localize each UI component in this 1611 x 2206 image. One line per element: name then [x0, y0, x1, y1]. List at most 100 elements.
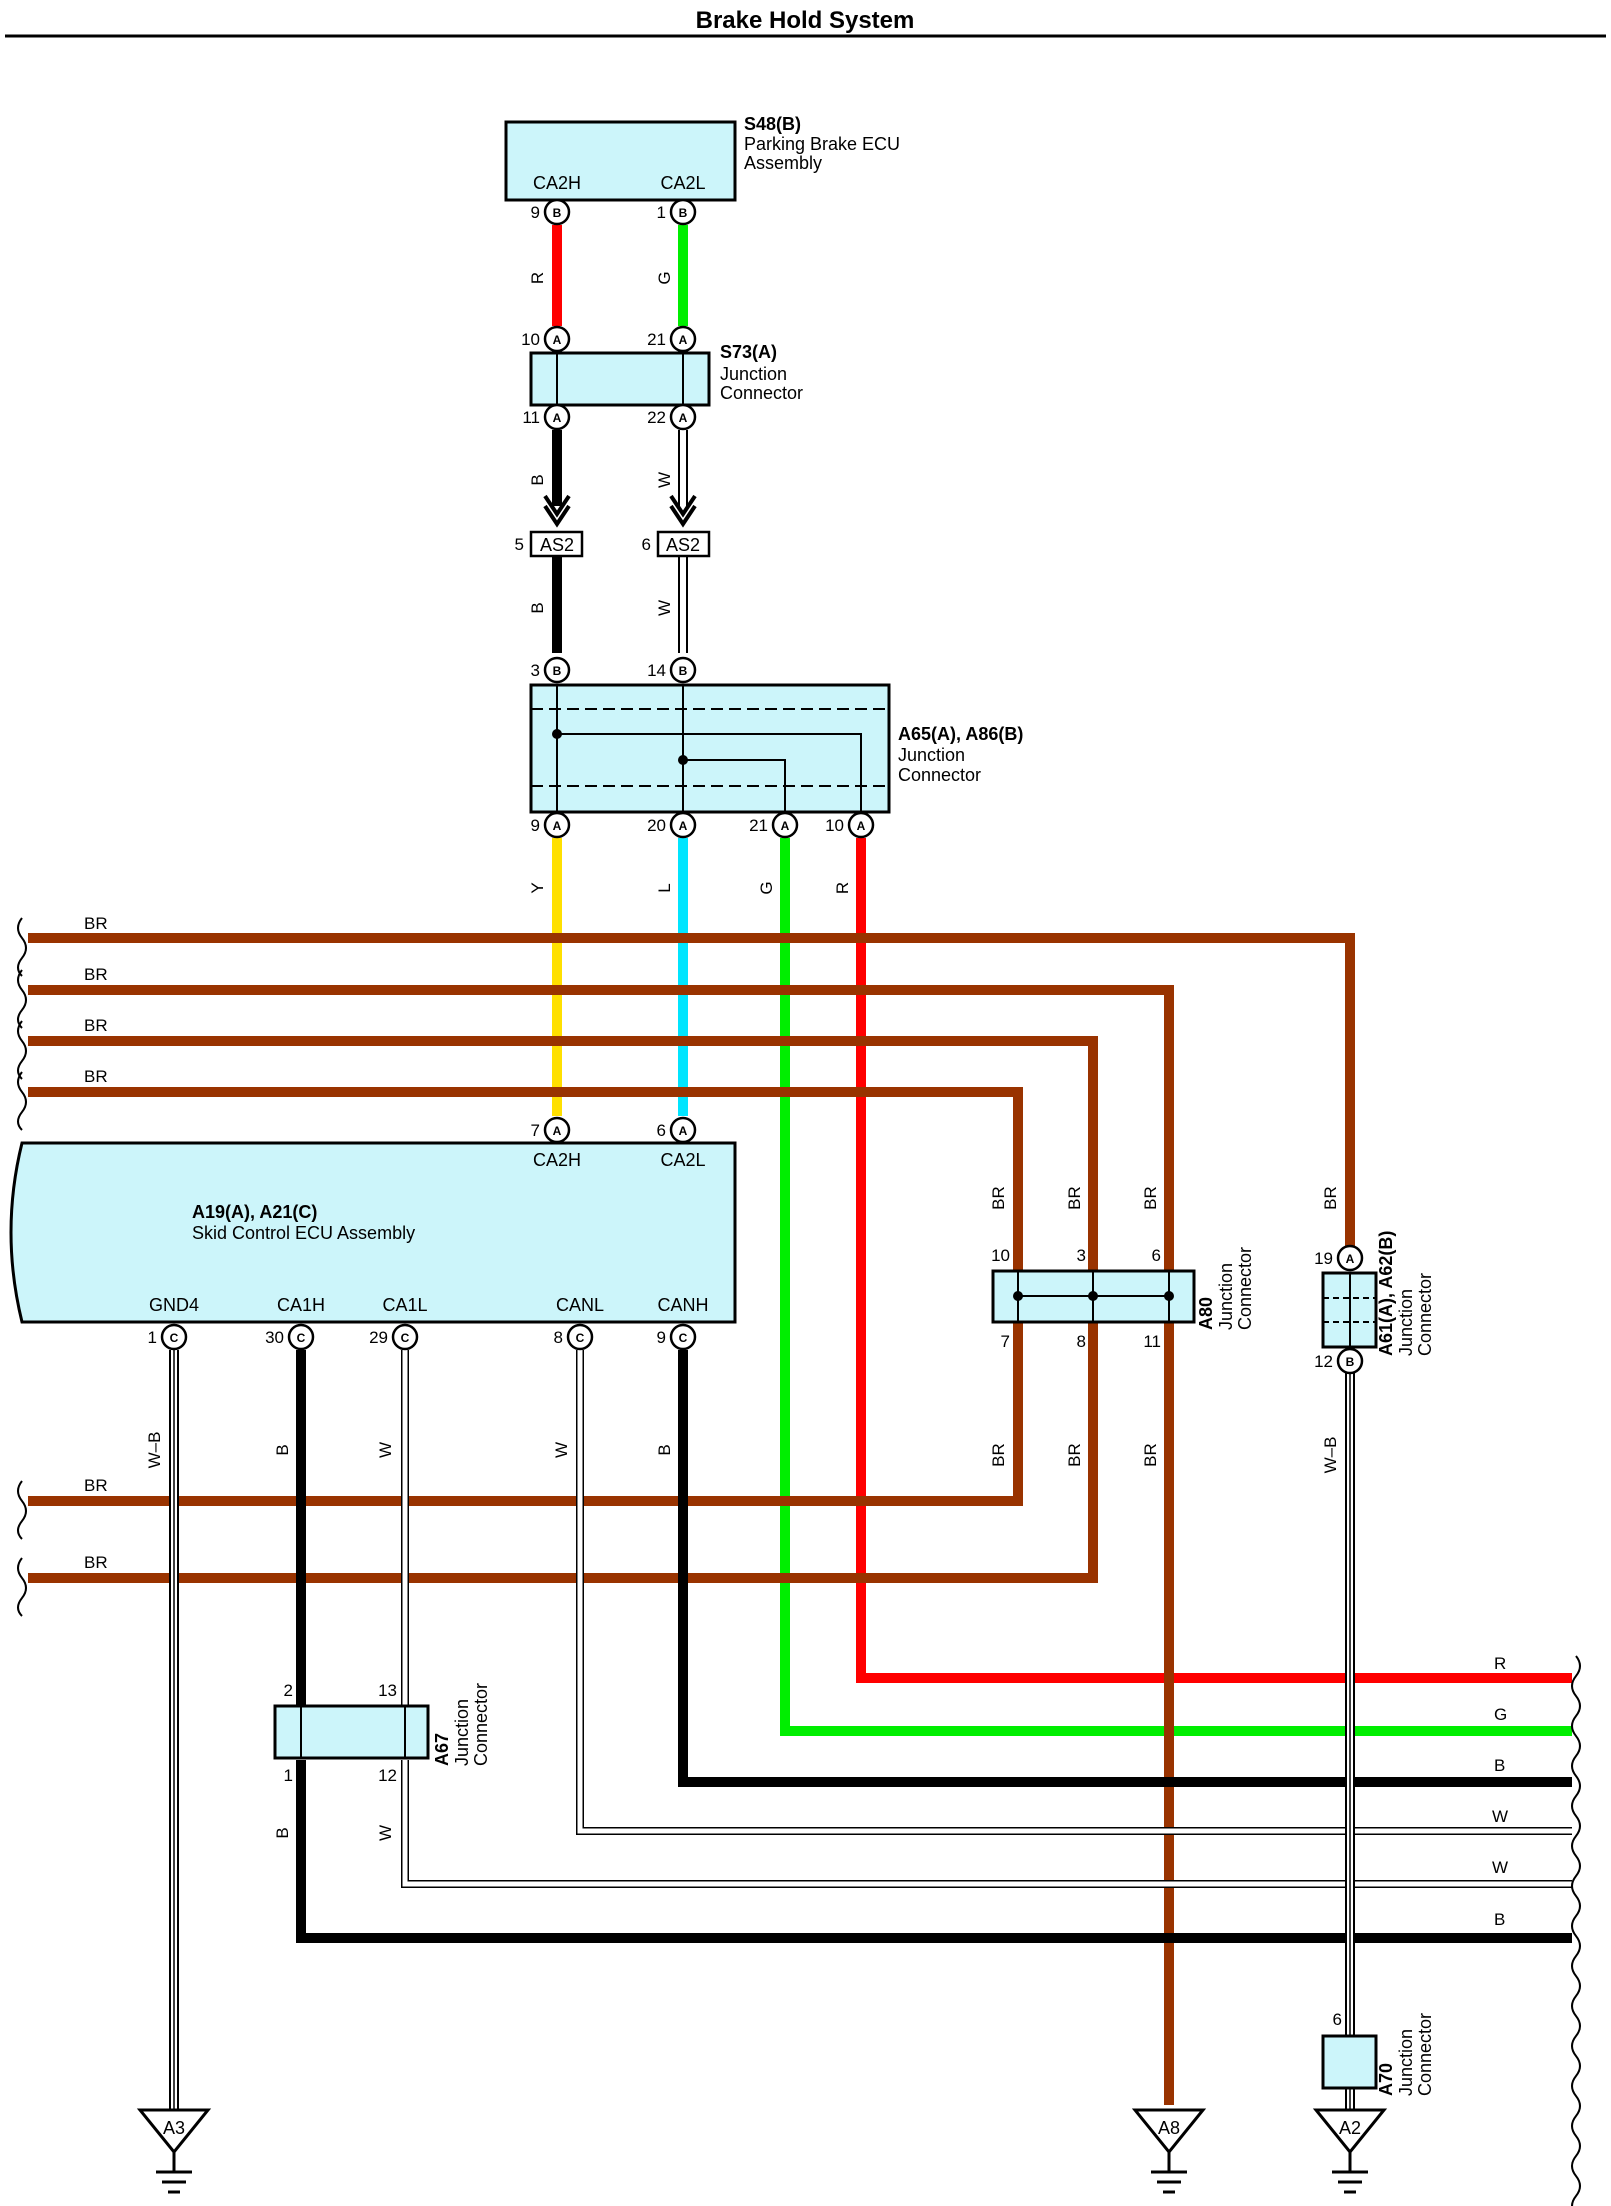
wire-label: BR — [1141, 1186, 1160, 1210]
pin-circle — [566, 1323, 594, 1351]
pin-circle — [669, 811, 697, 839]
ground-a8-triangle — [1131, 2108, 1207, 2155]
wire-label: BR — [989, 1186, 1008, 1210]
in-line-arrow-icon — [669, 494, 697, 518]
s48-pin-ca2l: CA2L — [660, 173, 705, 193]
wire-label: B — [528, 474, 547, 485]
s48-id: S48(B) — [744, 114, 801, 134]
wire-label: BR — [84, 914, 108, 933]
pin-number: 7 — [1001, 1332, 1010, 1351]
pin-number: 9 — [531, 816, 540, 835]
pin-letter: A — [679, 333, 688, 347]
pin-number: 6 — [657, 1121, 666, 1140]
pin-number: 30 — [265, 1328, 284, 1347]
pin-letter: A — [553, 333, 562, 347]
a70-name-2: Connector — [1415, 2013, 1435, 2096]
pin-letter: C — [401, 1331, 410, 1345]
pin-circle — [287, 1323, 315, 1351]
wire-label: W–B — [1321, 1437, 1340, 1474]
a65-id: A65(A), A86(B) — [898, 724, 1023, 744]
wire-label: B — [528, 602, 547, 613]
in-line-arrow-icon — [543, 494, 571, 518]
pin-circle — [1336, 1347, 1364, 1375]
pin-number: 11 — [1143, 1332, 1161, 1351]
pin-number: 22 — [647, 408, 666, 427]
a67-name-1: Junction — [452, 1699, 472, 1766]
pin-number: 12 — [378, 1766, 397, 1785]
a19-pin-ca1h: CA1H — [277, 1295, 325, 1315]
a80-splice-dot — [1013, 1291, 1023, 1301]
pin-letter: A — [679, 1124, 688, 1138]
pin-circle — [543, 1116, 571, 1144]
wire-br-to-a80-pin3 — [28, 1036, 1098, 1275]
ground-icon — [1151, 2152, 1187, 2194]
ground-a3: A3 — [136, 2108, 212, 2194]
ground-a3-triangle — [136, 2108, 212, 2155]
pin-number: 3 — [1077, 1246, 1086, 1265]
pin-number: 2 — [284, 1681, 293, 1700]
pin-circle — [669, 325, 697, 353]
pin-circle — [543, 325, 571, 353]
a65-splice-dot — [552, 729, 562, 739]
pin-letter: A — [679, 819, 688, 833]
a19-body — [9, 1141, 737, 1324]
ground-icon — [156, 2152, 192, 2194]
s73-junction-connector: S73(A) Junction Connector — [529, 342, 803, 407]
s73-name-1: Junction — [720, 364, 787, 384]
pin-number: 10 — [521, 330, 540, 349]
pin-number: 10 — [991, 1246, 1010, 1265]
pin-number: 12 — [1314, 1352, 1333, 1371]
a65-junction-connector: A65(A), A86(B) Junction Connector — [529, 683, 1023, 814]
a70-junction-connector: A70 Junction Connector — [1321, 2013, 1435, 2096]
a65-name-1: Junction — [898, 745, 965, 765]
pin-number: 7 — [531, 1121, 540, 1140]
pin-circle — [669, 403, 697, 431]
in-line-arrow-icon — [543, 504, 571, 528]
pin-circle — [771, 811, 799, 839]
pin-number: 6 — [1152, 1246, 1161, 1265]
a70-body — [1321, 2034, 1378, 2090]
pin-circle — [847, 811, 875, 839]
pin-number: 10 — [825, 816, 844, 835]
a19-skid-control-ecu: CA2H CA2L A19(A), A21(C) Skid Control EC… — [9, 1141, 737, 1324]
pin-number: 5 — [515, 535, 524, 554]
pin-circle — [543, 198, 571, 226]
pin-number: 19 — [1314, 1249, 1333, 1268]
a19-pin-gnd4: GND4 — [149, 1295, 199, 1315]
ground-a2: A2 — [1312, 2108, 1388, 2194]
as2-right-box — [656, 530, 711, 558]
a70-id: A70 — [1376, 2063, 1396, 2096]
a19-name: Skid Control ECU Assembly — [192, 1223, 415, 1243]
ground-a8-label: A8 — [1158, 2118, 1180, 2138]
a65-splice-dot — [678, 755, 688, 765]
wire-w-canl-right — [577, 1350, 1572, 1834]
in-line-arrow-icon — [669, 504, 697, 528]
a19-pin-canh: CANH — [657, 1295, 708, 1315]
pin-letter: B — [553, 206, 562, 220]
pin-letter: A — [553, 819, 562, 833]
wire-label: BR — [84, 1476, 108, 1495]
ground-icon — [1332, 2152, 1368, 2194]
pin-letter: B — [553, 664, 562, 678]
wire-r-a65-right — [856, 838, 1572, 1683]
a80-id: A80 — [1196, 1297, 1216, 1330]
wire-label: Y — [528, 882, 547, 893]
pin-number: 13 — [378, 1681, 397, 1700]
wire-w-a67-right — [402, 1760, 1572, 1887]
pin-letter: B — [679, 206, 688, 220]
wire-label: B — [273, 1827, 292, 1838]
pin-number: 21 — [749, 816, 768, 835]
wire-labels: R G B W B W Y L G R BR BR BR BR BR BR BR… — [84, 271, 1508, 1929]
pin-number: 1 — [284, 1766, 293, 1785]
pin-number: 14 — [647, 661, 666, 680]
a67-name-2: Connector — [471, 1683, 491, 1766]
pin-number: 8 — [554, 1328, 563, 1347]
wire-label: W — [376, 1442, 395, 1458]
wire-label: B — [1494, 1910, 1505, 1929]
wire-label: BR — [84, 1553, 108, 1572]
wire-label: W — [655, 600, 674, 616]
pin-letter: A — [553, 411, 562, 425]
as2-connector-left: AS2 — [529, 530, 584, 558]
a80-splice-dot — [1164, 1291, 1174, 1301]
a67-id: A67 — [432, 1733, 452, 1766]
